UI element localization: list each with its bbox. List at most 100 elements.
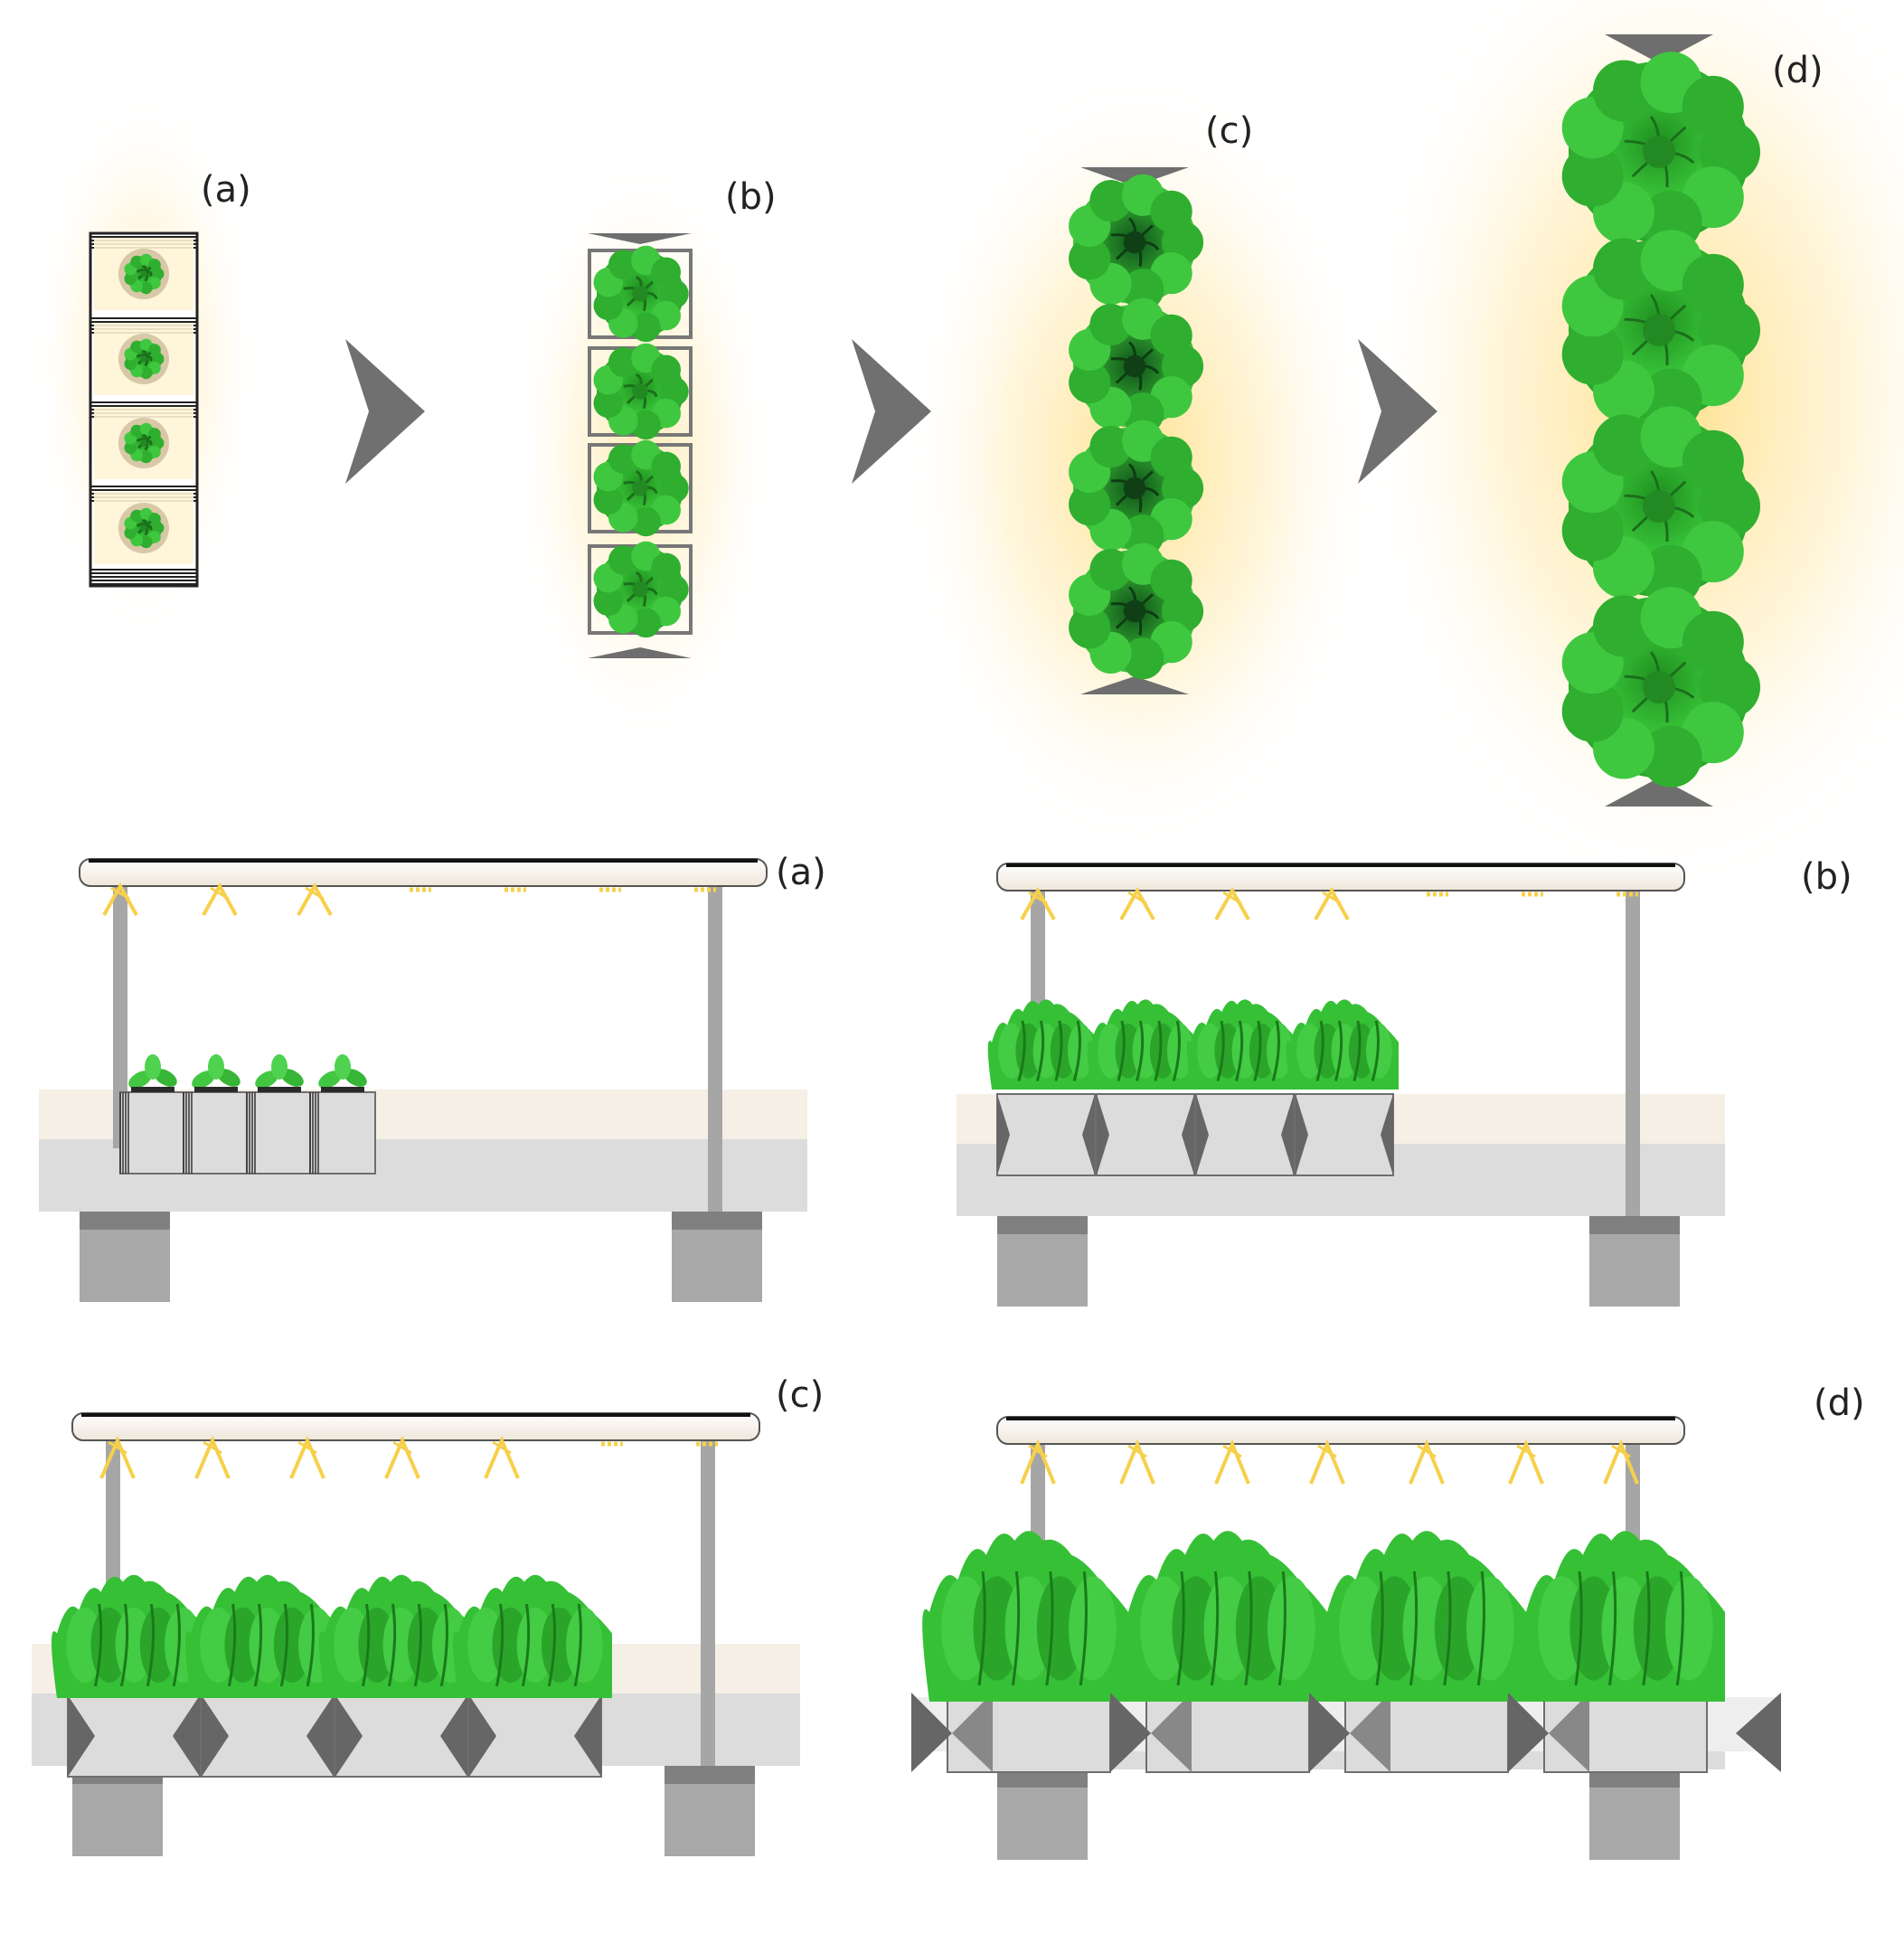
clip-b-bottom	[588, 647, 692, 658]
label-bottom-a: (a)	[776, 852, 826, 893]
clip-c-bottom	[1080, 676, 1189, 694]
seedling-leaf	[208, 1054, 224, 1080]
label-bottom-d: (d)	[1814, 1382, 1865, 1424]
pot-b-clip	[1196, 1094, 1209, 1175]
pot-d-clip	[1309, 1693, 1350, 1772]
lettuce-leaf	[1089, 180, 1132, 222]
top-stage-c	[1069, 167, 1204, 694]
seedling-leaf	[192, 1071, 215, 1089]
support-post	[1626, 891, 1640, 1216]
panel-a	[39, 858, 807, 1302]
pot-d-clip	[1736, 1693, 1781, 1772]
lettuce-center	[1123, 231, 1146, 254]
pot-b-clip	[1182, 1094, 1194, 1175]
lettuce-vein	[547, 1603, 557, 1687]
lettuce-leaf	[1561, 680, 1624, 742]
pot-c-clip	[202, 1695, 229, 1777]
pot-c-clip	[335, 1695, 363, 1777]
light-beam	[1309, 1439, 1345, 1485]
lettuce-leaf	[651, 552, 681, 583]
lettuce-leaf	[1593, 60, 1654, 122]
lettuce-vein	[1172, 1020, 1181, 1081]
lettuce-vein	[1154, 1020, 1163, 1081]
pot-d-clip	[1151, 1693, 1192, 1772]
lettuce-leaf	[139, 535, 153, 549]
support-post	[708, 886, 722, 1212]
lettuce-vein	[1607, 1571, 1617, 1686]
pot-c-clip	[173, 1695, 200, 1777]
pot-c-clip	[68, 1695, 95, 1777]
lettuce-leaf	[1561, 145, 1624, 207]
lettuce-side	[1087, 999, 1200, 1090]
lettuce-leaf	[1682, 610, 1744, 673]
pot-d-clip	[911, 1693, 952, 1772]
lettuce-vein	[1334, 1020, 1343, 1081]
lettuce-leaf	[139, 366, 153, 380]
lettuce-leaf	[1069, 1576, 1117, 1681]
light-beam	[1127, 1444, 1147, 1458]
light-beam	[1417, 1444, 1437, 1458]
lettuce-leaf	[593, 586, 624, 617]
lettuce-vein	[1135, 1020, 1145, 1081]
lettuce-leaf	[1593, 238, 1654, 300]
light-beam	[1214, 1439, 1250, 1485]
light-beam	[305, 886, 325, 901]
lettuce-leaf	[1122, 637, 1164, 680]
pot-d-clip	[1110, 1693, 1151, 1772]
lettuce-vein	[1642, 1571, 1651, 1686]
bench-leg-cap	[665, 1766, 755, 1784]
lettuce-vein	[387, 1603, 397, 1687]
clip-b-top	[588, 233, 692, 244]
pot-d-clip	[1508, 1693, 1549, 1772]
light-beam	[1214, 886, 1250, 920]
pot-c-clip	[469, 1695, 496, 1777]
pot-b-clip	[1281, 1094, 1294, 1175]
light-beam	[297, 1440, 317, 1455]
lettuce-leaf	[130, 509, 143, 523]
pot-c-clip	[574, 1695, 601, 1777]
pot-b	[996, 1093, 1096, 1176]
lettuce-leaf	[631, 506, 661, 537]
arrow-b-to-c	[852, 339, 931, 484]
lettuce-center	[1123, 599, 1146, 623]
grow-light-fixture	[71, 1412, 760, 1441]
lettuce-vein	[172, 1603, 181, 1687]
light-beam	[1603, 1439, 1639, 1485]
light-beam	[1127, 891, 1147, 905]
light-beam	[108, 1440, 127, 1455]
lettuce-leaf	[1682, 253, 1744, 316]
light-beam	[1611, 1444, 1631, 1458]
lettuce-side	[318, 1574, 478, 1698]
lettuce-side	[1286, 999, 1399, 1090]
lettuce-leaf	[1089, 549, 1132, 591]
seedling-plant	[255, 1054, 304, 1092]
seedling-leaf	[255, 1071, 278, 1089]
lettuce-vein	[146, 1603, 156, 1687]
pot-c-clip	[306, 1695, 334, 1777]
lettuce-medium	[593, 343, 689, 440]
light-beam	[1222, 891, 1242, 905]
bench-leg-cap	[1589, 1769, 1680, 1788]
lettuce-leaf	[1466, 1576, 1514, 1681]
lettuce-medium	[593, 439, 689, 537]
lettuce-leaf	[1268, 1576, 1315, 1681]
seedling-collar	[258, 1087, 301, 1092]
lettuce-vein	[1035, 1020, 1045, 1081]
lettuce-vein	[439, 1603, 448, 1687]
lettuce-leaf	[1150, 314, 1192, 356]
lettuce-vein	[1045, 1571, 1054, 1686]
seedling-leaf	[318, 1071, 342, 1089]
lettuce-center	[632, 286, 648, 302]
lettuce-leaf	[130, 424, 143, 438]
pot-b-clip	[997, 1094, 1010, 1175]
seedling-plant	[128, 1054, 177, 1092]
lettuce-leaf	[631, 410, 661, 440]
seedling-plant	[192, 1054, 240, 1092]
lettuce-vein	[1271, 1020, 1280, 1081]
top-stage-b	[588, 233, 693, 658]
lettuce-small	[124, 253, 165, 295]
lettuce-side	[922, 1531, 1128, 1702]
pot-d-clip	[1549, 1693, 1589, 1772]
light-beam	[210, 886, 230, 901]
lettuce-leaf	[148, 259, 161, 271]
